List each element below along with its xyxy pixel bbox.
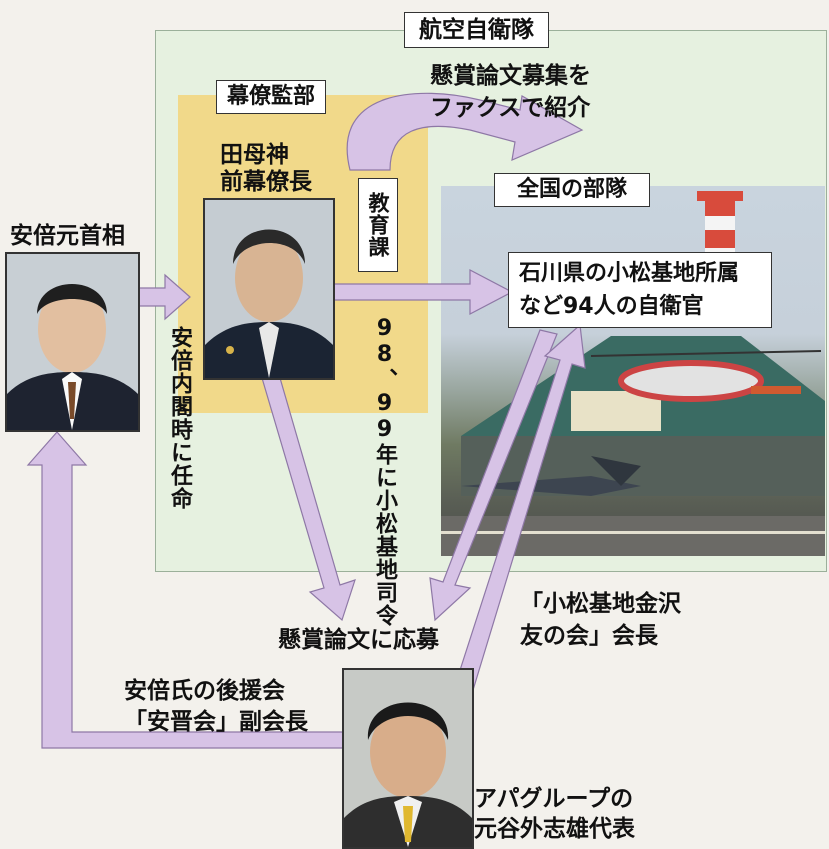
tamogami-label: 田母神 前幕僚長 [220,142,312,195]
arrow-tamogami-to-essay [261,377,356,622]
arrow-motoya-to-units [451,323,586,701]
tamogami-photo [203,198,335,380]
abe-portrait [7,254,138,430]
arrow-units-to-essay [429,329,558,622]
asdf-label: 航空自衛隊 [404,12,549,48]
units-desc-text: 石川県の小松基地所属 など94人の自衛官 [519,261,740,319]
units-label: 全国の部隊 [494,173,651,207]
abe-photo [5,252,140,432]
essay-applied-text: 懸賞論文に応募 [278,627,439,653]
appointed-text: 安倍内閣時に任命 [167,326,192,510]
tamogami-portrait [205,200,333,378]
education-section-label: 教育課 [358,178,398,272]
education-section-text: 教育課 [366,192,390,258]
arrow-abe-to-tamogami [134,273,191,321]
kanazawa-friends-text: 「小松基地金沢 友の会」会長 [520,591,681,649]
air-staff-office-label: 幕僚監部 [216,80,327,114]
arrow-fax-curve [346,92,584,171]
arrow-motoya-to-abe [26,431,346,749]
ansinkai-text: 安倍氏の後援会 「安晋会」副会長 [124,678,308,735]
motoya-label: アパグループの 元谷外志雄代表 [474,786,635,842]
fax-text: 懸賞論文募集を ファクスで紹介 [430,63,591,121]
units-desc-box: 石川県の小松基地所属 など94人の自衛官 [508,252,772,328]
motoya-portrait [344,670,472,847]
arrow-tamogami-to-units [329,269,514,315]
komatsu-commander-text: 98、99年に小松基地司令 [372,316,397,627]
motoya-photo [342,668,474,849]
abe-label: 安倍元首相 [10,223,125,249]
